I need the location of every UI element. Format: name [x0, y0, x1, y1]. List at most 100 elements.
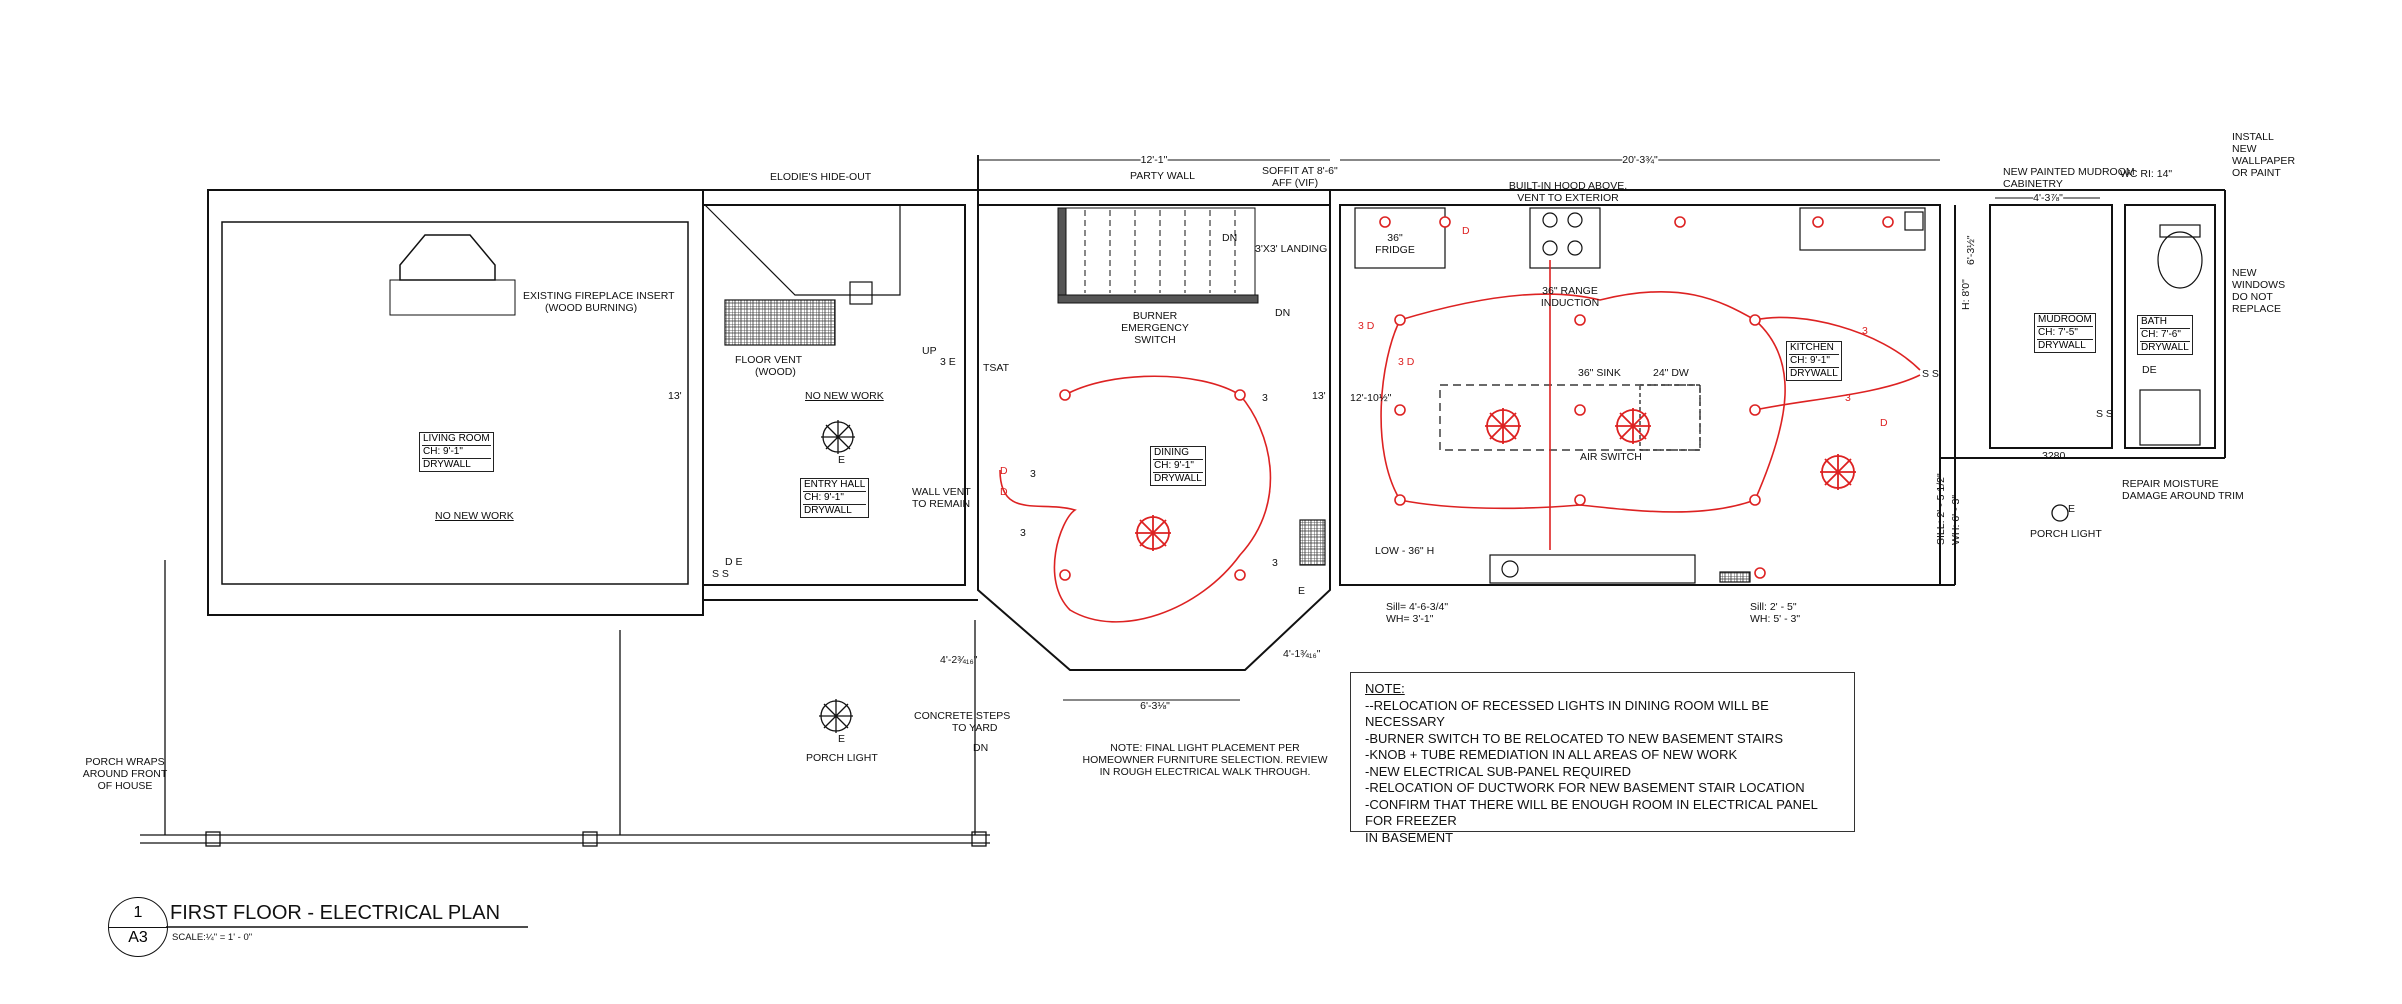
room-tag-entry: ENTRY HALL CH: 9'-1" DRYWALL: [800, 478, 870, 518]
circuit-mark-e: E: [838, 733, 846, 745]
label-sill-1a: Sill= 4'-6-3/4": [1386, 601, 1449, 613]
kitchen-fixtures: [1299, 207, 1926, 584]
existing-lights: [819, 420, 2069, 733]
label-tsat: TSAT: [983, 362, 1010, 374]
label-dn-stair: DN: [1275, 307, 1291, 319]
label-no-new-work-entry: NO NEW WORK: [805, 390, 884, 402]
label-code-3280: 3280: [2042, 450, 2066, 462]
label-hood-1: BUILT-IN HOOD ABOVE,: [1508, 180, 1628, 192]
room-finish: DRYWALL: [804, 505, 852, 516]
room-name: LIVING ROOM: [422, 433, 491, 446]
label-burner-3: SWITCH: [1134, 334, 1176, 346]
title-underline: [166, 926, 528, 928]
label-dw: 24" DW: [1653, 367, 1689, 379]
label-dn-steps: DN: [973, 742, 989, 754]
label-sill-2a: Sill: 2' - 5": [1750, 601, 1797, 613]
circuit-mark-3e: 3 E: [940, 356, 956, 368]
label-wallpaper-4: OR PAINT: [2232, 167, 2281, 179]
label-mudroom-cab-2: CABINETRY: [2003, 178, 2063, 190]
label-elodie: ELODIE'S HIDE-OUT: [770, 171, 872, 183]
porch-light-right-icon: [2051, 504, 2069, 522]
label-soffit: SOFFIT AT 8'-6": [1262, 165, 1338, 177]
label-note-final-2: HOMEOWNER FURNITURE SELECTION. REVIEW: [1082, 754, 1328, 766]
circuit-mark-e: E: [1298, 585, 1306, 597]
label-range-1: 36" RANGE: [1542, 285, 1598, 297]
label-windows-3: DO NOT: [2232, 291, 2273, 303]
label-party-wall: PARTY WALL: [1130, 170, 1195, 182]
label-fireplace-1: EXISTING FIREPLACE INSERT: [523, 290, 675, 302]
note-line: -RELOCATION OF DUCTWORK FOR NEW BASEMENT…: [1365, 780, 1805, 795]
label-porch-light-left: PORCH LIGHT: [806, 752, 878, 764]
circuit-mark-d: D: [1000, 486, 1008, 498]
room-finish: DRYWALL: [1154, 473, 1202, 484]
room-finish: DRYWALL: [2141, 342, 2189, 353]
circuit-mark-d: D: [1000, 465, 1008, 477]
room-name: MUDROOM: [2037, 314, 2093, 327]
label-wc-ri: WC RI: 14": [2120, 168, 2173, 180]
label-floor-vent-2: (WOOD): [755, 366, 796, 378]
label-windows-4: REPLACE: [2232, 303, 2282, 315]
circuit-mark-3: 3: [1272, 557, 1278, 569]
porch: [140, 560, 990, 847]
label-landing: 3'X3' LANDING: [1255, 243, 1328, 255]
label-sill-2b: WH: 5' - 3": [1750, 613, 1801, 625]
fireplace: [389, 234, 516, 316]
room-finish: DRYWALL: [1790, 368, 1838, 379]
label-windows-1: NEW: [2232, 267, 2257, 279]
kitchen-wall: [1339, 204, 1941, 586]
dim-bay-bottom: 6'-3⅛": [1140, 700, 1170, 712]
sheet-number: A3: [128, 929, 148, 946]
label-dn-top: DN: [1222, 232, 1238, 244]
room-tag-kitchen: KITCHEN CH: 9'-1" DRYWALL: [1786, 341, 1842, 381]
circuit-mark-d: D: [1462, 225, 1470, 237]
room-tag-dining: DINING CH: 9'-1" DRYWALL: [1150, 446, 1206, 486]
label-sink: 36" SINK: [1578, 367, 1621, 379]
label-soffit-2: AFF (VIF): [1272, 177, 1319, 189]
circuit-mark-de: D E: [725, 556, 743, 568]
label-mudroom-cab-1: NEW PAINTED MUDROOM: [2003, 166, 2135, 178]
circuit-mark-3: 3: [1862, 325, 1868, 337]
label-porch-wraps-3: OF HOUSE: [97, 780, 153, 792]
circuit-mark-ss: S S: [712, 568, 729, 580]
circuit-mark-ss: S S: [2096, 408, 2113, 420]
circuit-mark-d: D: [1880, 417, 1888, 429]
label-windows-2: WINDOWS: [2232, 279, 2286, 291]
note-line: IN BASEMENT: [1365, 829, 1454, 845]
label-wallpaper-1: INSTALL: [2232, 131, 2274, 143]
label-concrete-2: TO YARD: [952, 722, 998, 734]
label-note-final-1: NOTE: FINAL LIGHT PLACEMENT PER: [1110, 742, 1300, 754]
bath-wall: [2124, 204, 2216, 449]
room-name: BATH: [2140, 316, 2190, 329]
label-wallpaper-3: WALLPAPER: [2232, 155, 2296, 167]
room-tag-mudroom: MUDROOM CH: 7'-5" DRYWALL: [2034, 313, 2096, 353]
label-note-final-3: IN ROUGH ELECTRICAL WALK THROUGH.: [1099, 766, 1311, 778]
dining-stairs: [1057, 207, 1259, 304]
label-repair-2: DAMAGE AROUND TRIM: [2122, 490, 2244, 502]
note-line: -CONFIRM THAT THERE WILL BE ENOUGH ROOM …: [1365, 796, 1818, 829]
label-repair-1: REPAIR MOISTURE: [2122, 478, 2219, 490]
mudroom-wall: [1989, 204, 2113, 449]
label-sill-3b: WH: 6' - 3": [1950, 494, 1962, 545]
label-hood-2: VENT TO EXTERIOR: [1517, 192, 1619, 204]
notes-heading: NOTE:: [1365, 681, 1405, 696]
room-tag-living: LIVING ROOM CH: 9'-1" DRYWALL: [419, 432, 494, 472]
circuit-mark-3: 3: [1845, 392, 1851, 404]
label-porch-wraps-1: PORCH WRAPS: [85, 756, 165, 768]
label-wall-vent-1: WALL VENT: [912, 486, 971, 498]
living-room-outer-wall: [207, 189, 704, 616]
dim-top-dining: 12'-1": [1140, 154, 1168, 166]
drawing-reference-bubble: 1 A3: [108, 897, 168, 957]
label-concrete-1: CONCRETE STEPS: [914, 710, 1011, 722]
room-ceiling-height: CH: 9'-1": [803, 492, 867, 505]
note-line: -KNOB + TUBE REMEDIATION IN ALL AREAS OF…: [1365, 747, 1738, 762]
label-up: UP: [922, 345, 937, 357]
living-room-inner-wall: [221, 221, 689, 585]
entry-stairs: [703, 204, 901, 346]
dining-circuit: [999, 375, 1272, 623]
label-h80: H: 8'0": [1960, 279, 1972, 310]
label-low: LOW - 36" H: [1375, 545, 1435, 557]
circuit-mark-3d: 3 D: [1398, 356, 1415, 368]
dimension-lines: [978, 159, 2100, 701]
note-line: --RELOCATION OF RECESSED LIGHTS IN DININ…: [1365, 697, 1769, 730]
